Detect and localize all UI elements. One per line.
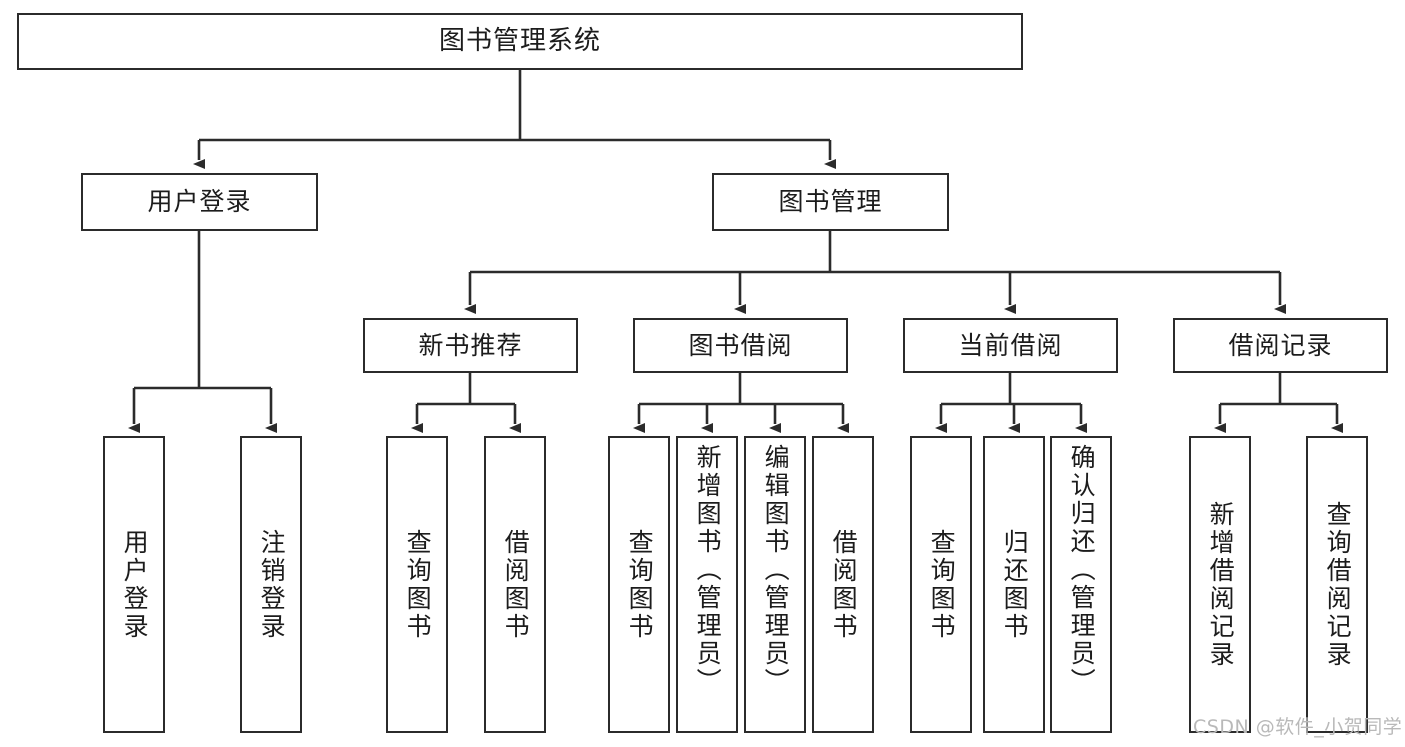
node-label: 新增借阅记录 <box>1206 500 1236 669</box>
leaf-query-book-borrowing[interactable]: 查询图书 <box>608 436 670 733</box>
leaf-return-book[interactable]: 归还图书 <box>983 436 1045 733</box>
node-label: 用户登录 <box>147 187 252 217</box>
node-label: 图书借阅 <box>688 330 793 360</box>
leaf-query-book-current[interactable]: 查询图书 <box>910 436 972 733</box>
node-label: 借阅图书 <box>501 528 531 641</box>
leaf-borrow-book-newbook[interactable]: 借阅图书 <box>484 436 546 733</box>
node-borrowing-record[interactable]: 借阅记录 <box>1173 318 1388 373</box>
node-label: 查询借阅记录 <box>1323 500 1353 669</box>
node-label: 借阅图书 <box>829 528 859 641</box>
node-user-login[interactable]: 用户登录 <box>81 173 318 231</box>
node-label: 归还图书 <box>1000 528 1030 641</box>
node-book-management[interactable]: 图书管理 <box>712 173 949 231</box>
node-root-book-management-system[interactable]: 图书管理系统 <box>17 13 1023 70</box>
node-label: 确认归还（管理员） <box>1067 444 1097 696</box>
node-label: 借阅记录 <box>1228 330 1333 360</box>
node-new-book-recommendation[interactable]: 新书推荐 <box>363 318 578 373</box>
node-label: 新增图书（管理员） <box>693 444 723 696</box>
node-label: 当前借阅 <box>958 330 1063 360</box>
leaf-edit-book-admin[interactable]: 编辑图书（管理员） <box>744 436 806 733</box>
node-label: 新书推荐 <box>418 330 523 360</box>
leaf-query-book-newbook[interactable]: 查询图书 <box>386 436 448 733</box>
leaf-add-borrow-record[interactable]: 新增借阅记录 <box>1189 436 1251 733</box>
leaf-borrow-book-borrowing[interactable]: 借阅图书 <box>812 436 874 733</box>
leaf-logout[interactable]: 注销登录 <box>240 436 302 733</box>
leaf-query-borrow-record[interactable]: 查询借阅记录 <box>1306 436 1368 733</box>
node-label: 查询图书 <box>403 528 433 641</box>
node-label: 图书管理 <box>778 187 883 217</box>
node-book-borrowing[interactable]: 图书借阅 <box>633 318 848 373</box>
node-label: 注销登录 <box>257 528 287 641</box>
leaf-user-login[interactable]: 用户登录 <box>103 436 165 733</box>
node-label: 编辑图书（管理员） <box>761 444 791 696</box>
node-label: 查询图书 <box>625 528 655 641</box>
node-label: 查询图书 <box>927 528 957 641</box>
node-label: 图书管理系统 <box>438 26 601 57</box>
node-current-borrowing[interactable]: 当前借阅 <box>903 318 1118 373</box>
leaf-confirm-return-admin[interactable]: 确认归还（管理员） <box>1050 436 1112 733</box>
node-label: 用户登录 <box>120 528 150 641</box>
leaf-add-book-admin[interactable]: 新增图书（管理员） <box>676 436 738 733</box>
